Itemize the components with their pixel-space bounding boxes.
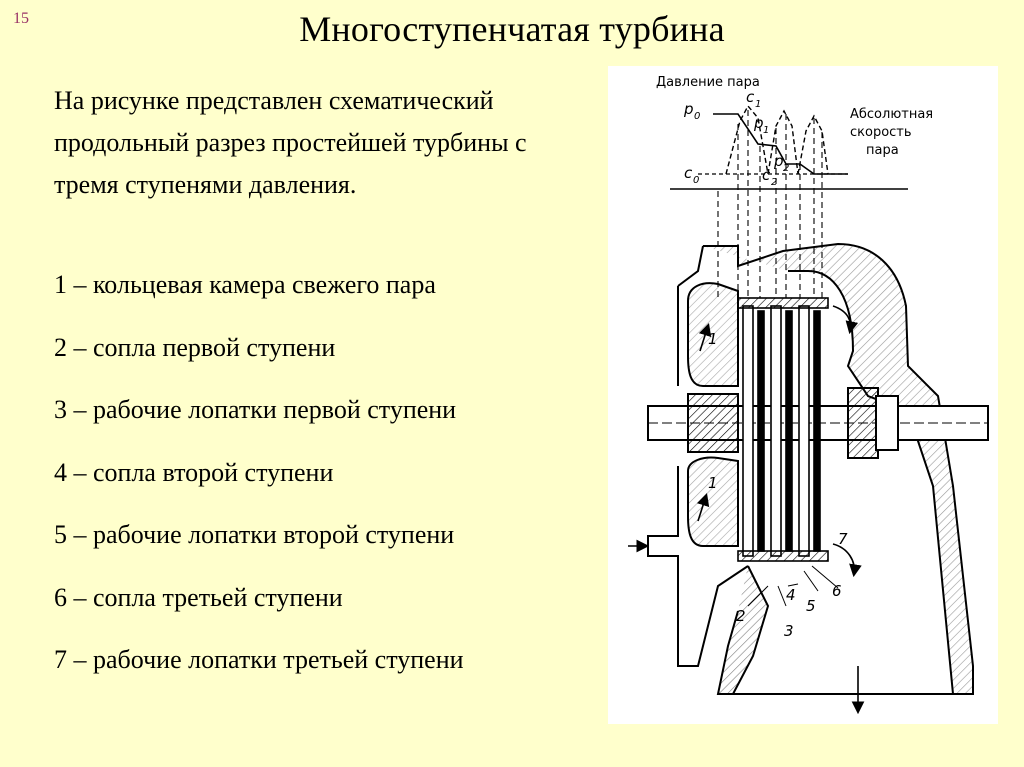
c2-label: c	[762, 166, 771, 184]
slide-number: 15	[13, 10, 29, 27]
callout-2: 2	[736, 607, 746, 625]
callout-1-bottom: 1	[708, 474, 718, 492]
turbine-cross-section: Давление пара Абсолютная скорость пара p…	[628, 75, 989, 715]
legend-list: 1 – кольцевая камера свежего пара 2 – со…	[54, 264, 614, 702]
legend-item: 2 – сопла первой ступени	[54, 332, 336, 362]
p2-subscript: 2	[783, 163, 789, 174]
legend-item: 6 – сопла третьей ступени	[54, 582, 343, 612]
c1-subscript: 1	[755, 99, 761, 110]
c2-subscript: 2	[771, 177, 777, 188]
slide-title: Многоступенчатая турбина	[299, 9, 725, 49]
legend-item: 7 – рабочие лопатки третьей ступени	[54, 645, 464, 674]
c1-label: c	[746, 88, 755, 106]
callout-7: 7	[838, 530, 848, 548]
turbine-casing	[647, 242, 974, 695]
pressure-label: Давление пара	[656, 75, 760, 90]
callout-5: 5	[806, 597, 816, 615]
turbine-diagram: Давление пара Абсолютная скорость пара p…	[608, 66, 998, 724]
velocity-label: скорость	[850, 125, 912, 140]
legend-item: 4 – сопла второй ступени	[54, 457, 334, 487]
p0-subscript: 0	[694, 111, 700, 122]
velocity-label: пара	[866, 143, 899, 158]
callout-3: 3	[784, 622, 794, 640]
p0-label: p	[683, 100, 694, 118]
velocity-curve-3	[797, 114, 829, 175]
c0-subscript: 0	[693, 175, 699, 186]
velocity-label: Абсолютная	[850, 107, 933, 122]
callout-6: 6	[832, 582, 842, 600]
velocity-curve-2	[767, 109, 799, 175]
callout-1-top: 1	[708, 330, 718, 348]
p1-label: p	[753, 114, 764, 132]
rotor-stages	[737, 297, 829, 562]
intro-paragraph: На рисунке представлен схематический про…	[54, 86, 527, 199]
steam-flow-arrows	[628, 305, 865, 715]
velocity-curve-1	[725, 104, 769, 175]
callout-4: 4	[786, 586, 796, 604]
legend-item: 3 – рабочие лопатки первой ступени	[54, 395, 457, 424]
c0-label: c	[684, 164, 693, 182]
p1-subscript: 1	[763, 125, 769, 136]
legend-item: 1 – кольцевая камера свежего пара	[54, 270, 436, 299]
legend-item: 5 – рабочие лопатки второй ступени	[54, 520, 455, 549]
p2-label: p	[773, 152, 784, 170]
